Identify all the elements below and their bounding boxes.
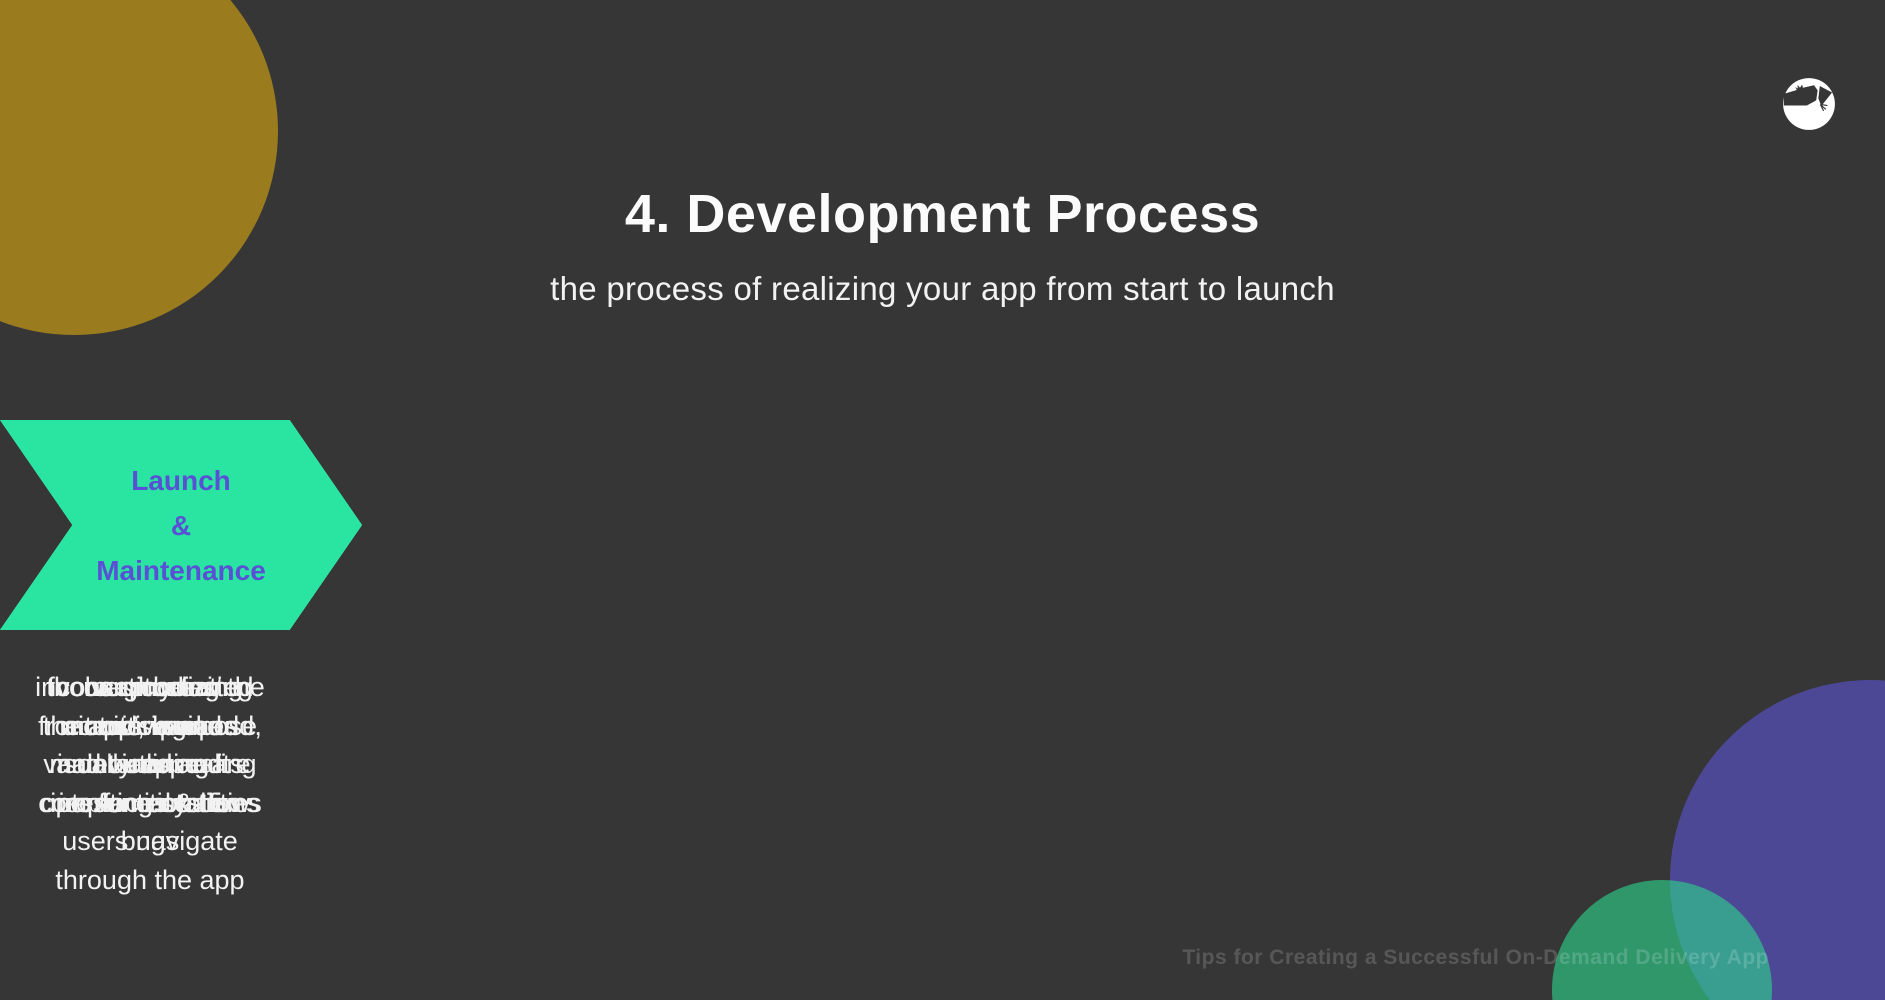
process-step-1-description: conceptualizing the app’s purpose and ou… [38, 672, 262, 818]
lizard-icon [1783, 78, 1835, 130]
brand-logo [1773, 68, 1845, 140]
process-step-4-description: thoroughly tested across various devices… [40, 672, 260, 818]
footer-watermark: Tips for Creating a Successful On-Demand… [1182, 946, 1769, 969]
process-step-5-label: Launch & Maintenance [96, 464, 266, 586]
page-title: 4. Development Process [624, 184, 1261, 244]
page-subtitle: the process of realizing your app from s… [550, 270, 1335, 307]
process-step-2-description: focus on creating intuitive and visually… [43, 672, 257, 895]
process-step-3-description: involves coding the frontend, backend, a… [35, 672, 265, 818]
process-step-5-description: continuous monitoring and maintenance ar… [49, 672, 251, 856]
process-step-5-arrow: Launch & Maintenance [0, 420, 362, 630]
